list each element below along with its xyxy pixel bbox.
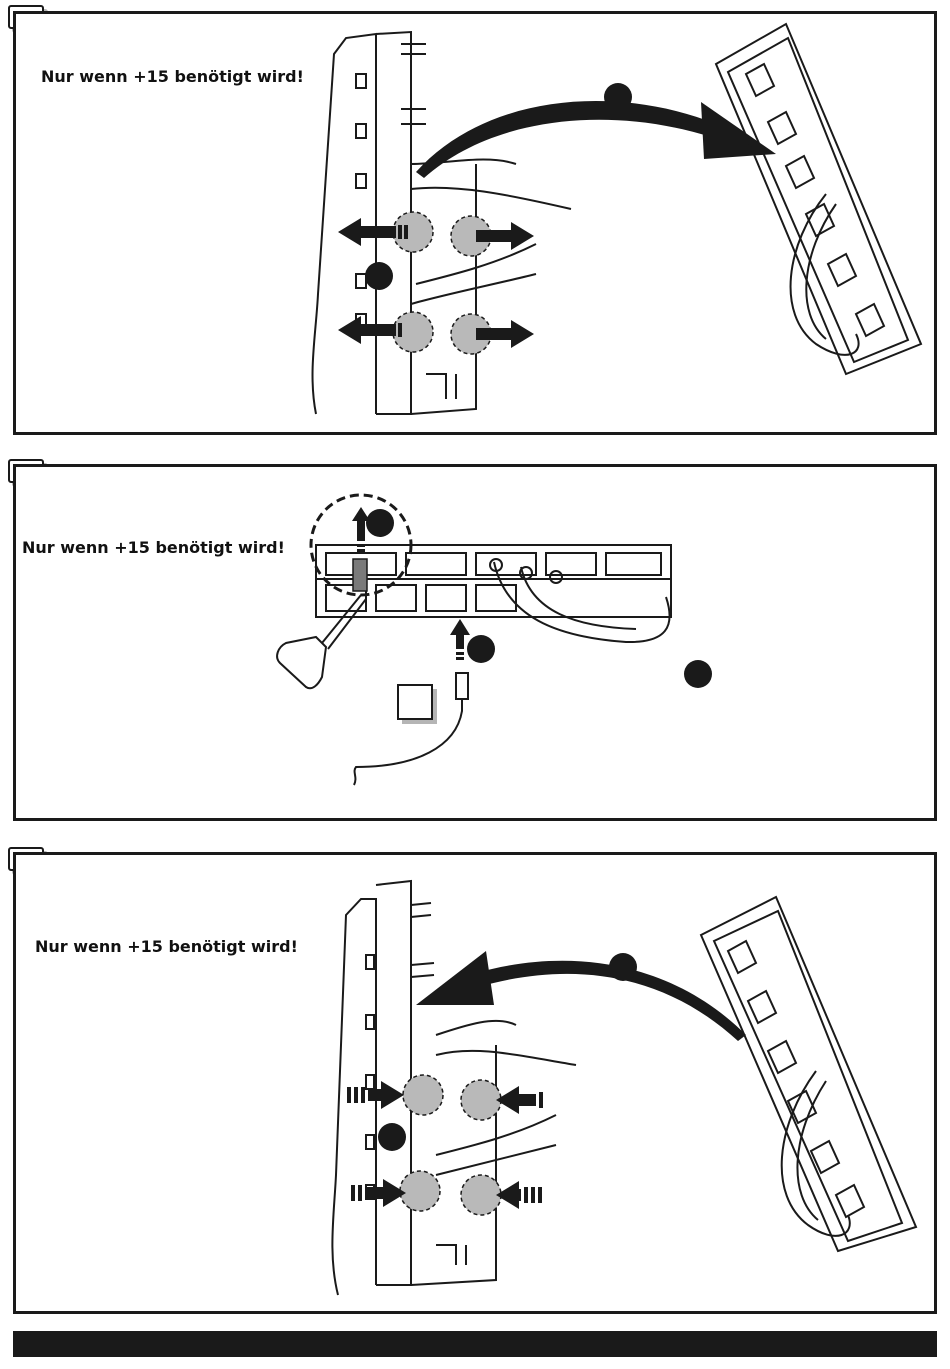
fuse-box-housing-3 bbox=[332, 881, 576, 1295]
return-arrow bbox=[416, 951, 746, 1041]
step-marker-d bbox=[467, 635, 495, 663]
relay-carrier-horizontal bbox=[316, 545, 671, 642]
panel-3: Nur wenn +15 benötigt wird! bbox=[13, 852, 937, 1314]
latch-detail bbox=[353, 559, 367, 591]
latch-highlights-3 bbox=[400, 1075, 501, 1215]
step-marker-c bbox=[366, 509, 394, 537]
step-marker-e bbox=[684, 660, 712, 688]
fuse-box-housing bbox=[313, 32, 571, 414]
insert-arrow bbox=[450, 619, 470, 660]
step-marker-b bbox=[604, 83, 632, 111]
relay-carrier-3 bbox=[701, 897, 916, 1251]
panel-2-illustration bbox=[16, 467, 940, 824]
step-marker-f bbox=[378, 1123, 406, 1151]
screwdriver-icon bbox=[277, 595, 366, 688]
panel-2: Nur wenn +15 benötigt wird! bbox=[13, 464, 937, 821]
footer-bar bbox=[13, 1331, 937, 1357]
panel-3-illustration bbox=[16, 855, 940, 1317]
reference-box bbox=[398, 685, 432, 719]
move-arrow bbox=[416, 101, 776, 178]
panel-1: Nur wenn +15 benötigt wird! bbox=[13, 11, 937, 435]
step-marker-g bbox=[609, 953, 637, 981]
relay-carrier bbox=[716, 24, 921, 374]
panel-1-illustration bbox=[16, 14, 940, 438]
step-marker-a bbox=[365, 262, 393, 290]
